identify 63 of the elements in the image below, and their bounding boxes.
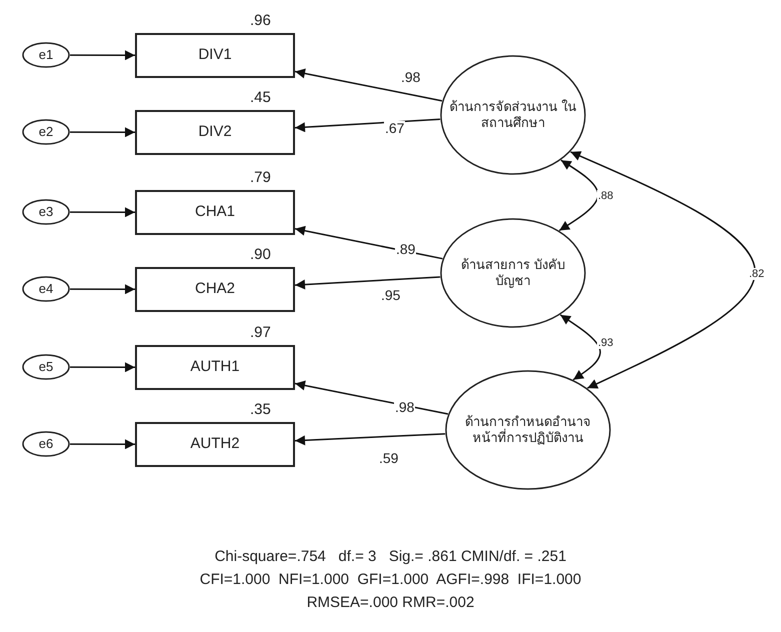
edge-label: .95: [380, 288, 402, 304]
observed-variable-box: [135, 267, 295, 312]
edge-label: .93: [597, 337, 614, 350]
arrow: [294, 226, 443, 260]
arrow: [294, 118, 440, 132]
variable-name: AUTH2: [190, 435, 240, 454]
observed-variable-box: [135, 345, 295, 390]
fit-statistics-text: RMSEA=.000 RMR=.002: [306, 594, 476, 611]
r-squared-value: .45: [250, 89, 271, 106]
arrow: [294, 276, 440, 290]
arrow: [294, 68, 442, 102]
r-squared-value: .96: [250, 12, 271, 29]
error-term-ellipse: [22, 42, 70, 68]
fit-statistics-text: Chi-square=.754 df.= 3 Sig.= .861 CMIN/df. = .251: [214, 548, 568, 565]
error-term-name: e1: [38, 46, 54, 64]
latent-variable-ellipse: [445, 370, 611, 490]
error-term-ellipse: [22, 276, 70, 302]
arrow: [70, 284, 135, 294]
variable-name: CHA2: [194, 280, 235, 299]
r-squared-value: .97: [250, 324, 271, 341]
covariance-arrow: [560, 314, 601, 380]
edge-label: .59: [378, 451, 400, 466]
variable-name: DIV1: [198, 46, 232, 65]
covariance-arrow: [558, 160, 599, 232]
variable-name: CHA1: [194, 203, 235, 222]
observed-variable-box: [135, 422, 295, 467]
error-term-name: e6: [38, 436, 54, 452]
latent-variable-ellipse: [440, 55, 586, 175]
variable-name: AUTH1: [190, 358, 240, 377]
error-term-name: e3: [38, 204, 54, 220]
r-squared-value: .90: [250, 246, 271, 263]
arrow: [70, 362, 135, 372]
edge-label: .98: [400, 70, 422, 86]
r-squared-value: .79: [250, 169, 271, 186]
error-term-name: e5: [38, 358, 54, 376]
edge-label: .98: [394, 400, 416, 416]
observed-variable-box: [135, 190, 295, 235]
arrow: [70, 127, 135, 138]
edge-label: .82: [748, 268, 766, 280]
latent-variable-ellipse: [440, 218, 586, 328]
error-term-name: e4: [38, 280, 54, 298]
error-term-name: e2: [38, 124, 54, 140]
error-term-ellipse: [22, 119, 70, 145]
covariance-arrow: [570, 151, 756, 389]
edge-label: .67: [384, 121, 406, 136]
edge-label: .88: [597, 190, 614, 202]
arrow: [70, 207, 135, 218]
error-term-ellipse: [22, 354, 70, 380]
observed-variable-box: [135, 33, 295, 78]
arrow: [70, 50, 135, 60]
variable-name: DIV2: [198, 123, 232, 142]
arrow: [294, 433, 446, 446]
edge-label: .89: [395, 242, 416, 258]
latent-variable-name: ด้านการจัดส่วนงาน ในสถานศึกษา: [448, 98, 578, 132]
latent-variable-name: ด้านการกำหนดอำนาจ หน้าที่การปฏิบัติงาน: [464, 414, 592, 446]
latent-variable-name: ด้านสายการ บังคับบัญชา: [460, 256, 566, 290]
observed-variable-box: [135, 110, 295, 155]
fit-statistics-text: CFI=1.000 NFI=1.000 GFI=1.000 AGFI=.998 IFI=1.000: [198, 571, 582, 588]
arrow: [294, 380, 448, 415]
r-squared-value: .35: [250, 401, 271, 418]
error-term-ellipse: [22, 431, 70, 457]
arrow: [70, 439, 135, 450]
error-term-ellipse: [22, 199, 70, 225]
